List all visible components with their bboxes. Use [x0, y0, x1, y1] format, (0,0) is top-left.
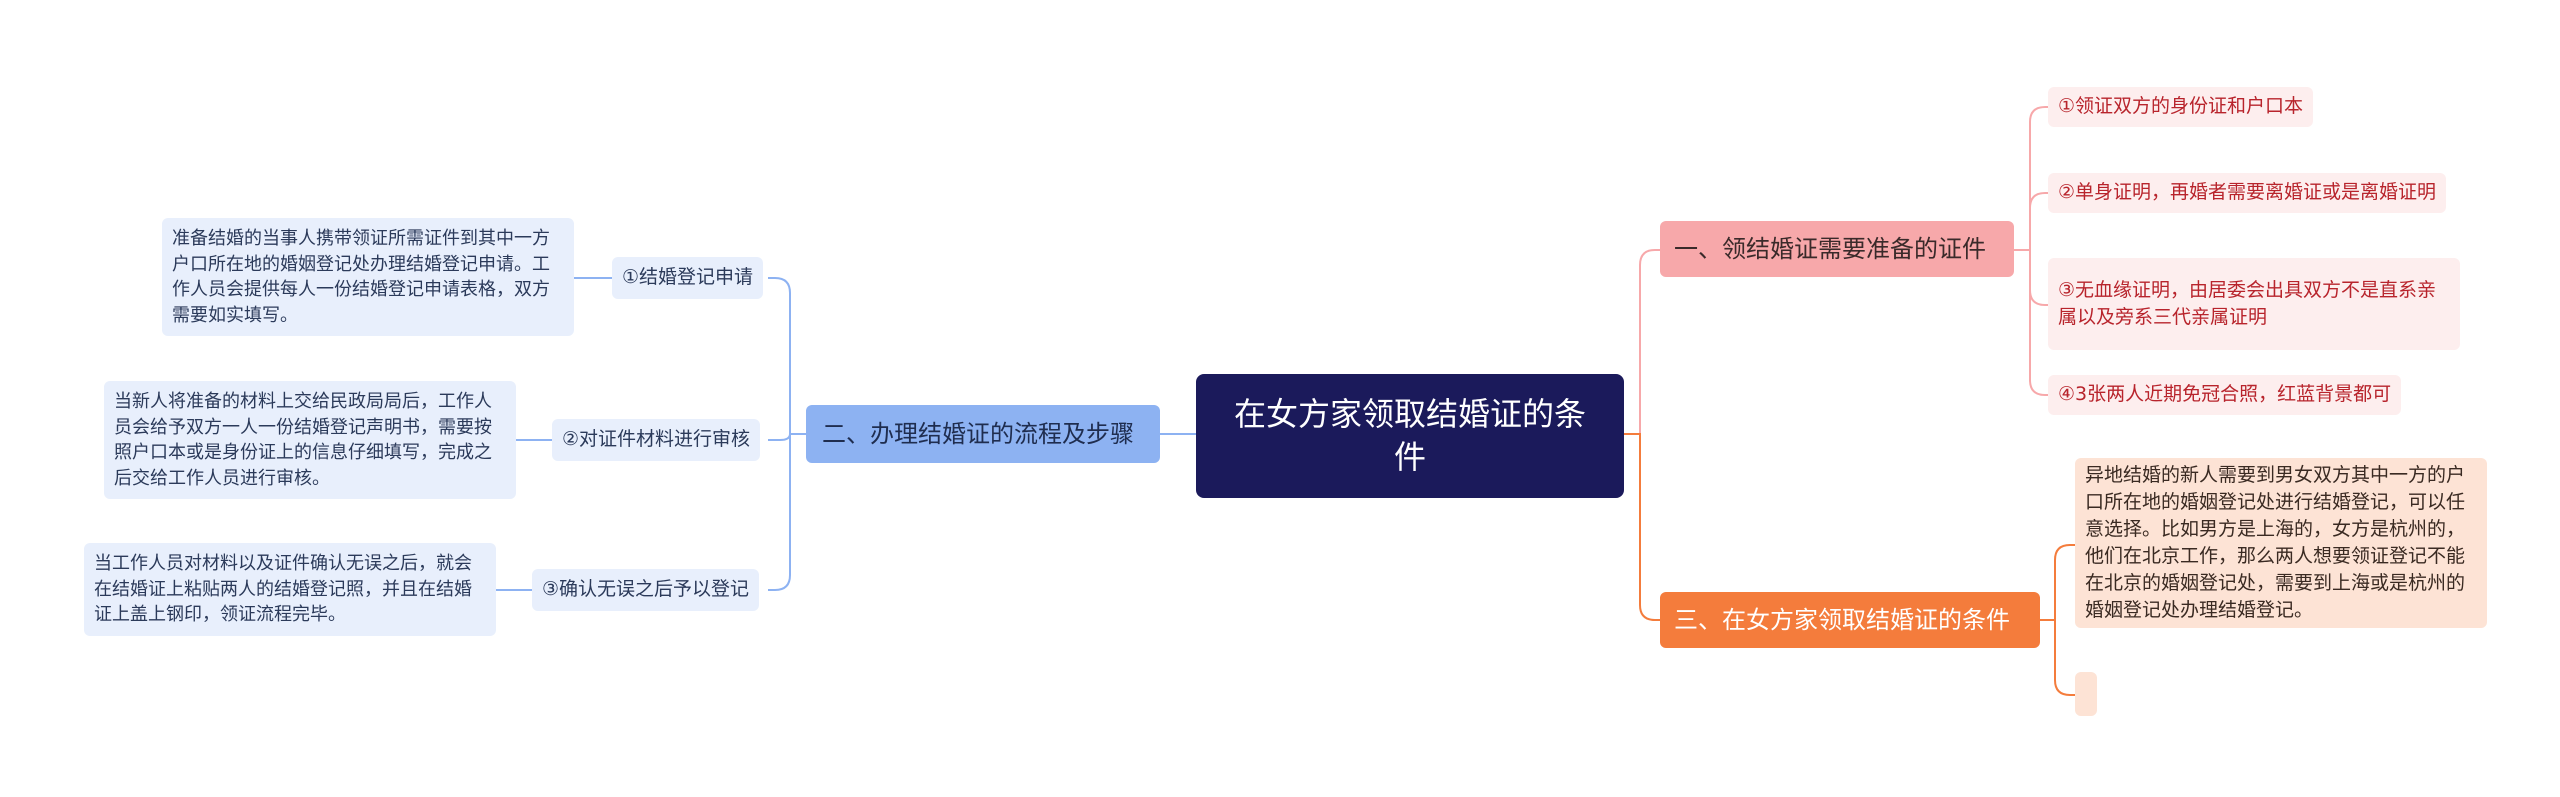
link-conditions-detail [2040, 544, 2075, 621]
process-step-1-detail[interactable]: 准备结婚的当事人携带领证所需证件到其中一方户口所在地的婚姻登记处办理结婚登记申请… [162, 218, 574, 337]
doc-item-3-label: ③无血缘证明，由居委会出具双方不是直系亲属以及旁系三代亲属证明 [2058, 279, 2437, 328]
link-docs-item4 [2029, 250, 2048, 396]
process-step-1-detail-text: 准备结婚的当事人携带领证所需证件到其中一方户口所在地的婚姻登记处办理结婚登记申请… [172, 228, 550, 326]
link-conditions-extra [2054, 620, 2075, 696]
link-process-step2 [768, 433, 791, 441]
branch-process[interactable]: 二、办理结婚证的流程及步骤 [806, 405, 1160, 463]
process-step-3-label: ③确认无误之后予以登记 [542, 578, 750, 601]
process-step-3-detail-text: 当工作人员对材料以及证件确认无误之后，就会在结婚证上粘贴两人的结婚登记照，并且在… [94, 553, 472, 626]
process-step-3-detail[interactable]: 当工作人员对材料以及证件确认无误之后，就会在结婚证上粘贴两人的结婚登记照，并且在… [84, 543, 496, 636]
branch-documents-label: 一、领结婚证需要准备的证件 [1674, 234, 1986, 263]
process-step-3[interactable]: ③确认无误之后予以登记 [532, 569, 760, 611]
doc-item-1-label: ①领证双方的身份证和户口本 [2058, 95, 2304, 118]
branch-conditions[interactable]: 三、在女方家领取结婚证的条件 [1660, 592, 2040, 648]
process-step-2-detail-text: 当新人将准备的材料上交给民政局局后，工作人员会给予双方一人一份结婚登记声明书，需… [114, 391, 492, 489]
central-topic[interactable]: 在女方家领取结婚证的条件 [1196, 374, 1624, 498]
branch-documents[interactable]: 一、领结婚证需要准备的证件 [1660, 221, 2014, 277]
process-step-2-detail[interactable]: 当新人将准备的材料上交给民政局局后，工作人员会给予双方一人一份结婚登记声明书，需… [104, 381, 516, 500]
link-process-step3 [768, 434, 791, 591]
link-root-conditions [1624, 433, 1660, 621]
link-process-step1 [768, 277, 806, 435]
branch-process-label: 二、办理结婚证的流程及步骤 [822, 419, 1134, 448]
link-root-docs [1624, 249, 1660, 435]
doc-item-4[interactable]: ④3张两人近期免冠合照，红蓝背景都可 [2048, 375, 2402, 415]
doc-item-2[interactable]: ②单身证明，再婚者需要离婚证或是离婚证明 [2048, 173, 2447, 213]
process-step-1[interactable]: ①结婚登记申请 [612, 257, 764, 299]
link-docs-item3 [2029, 250, 2048, 306]
link-docs-item1 [2014, 106, 2048, 251]
conditions-detail[interactable]: 异地结婚的新人需要到男女双方其中一方的户口所在地的婚姻登记处进行结婚登记，可以任… [2075, 458, 2487, 628]
link-docs-item2 [2029, 192, 2048, 250]
process-step-2[interactable]: ②对证件材料进行审核 [552, 419, 761, 461]
doc-item-3[interactable]: ③无血缘证明，由居委会出具双方不是直系亲属以及旁系三代亲属证明 [2048, 258, 2460, 350]
doc-item-2-label: ②单身证明，再婚者需要离婚证或是离婚证明 [2058, 181, 2437, 204]
conditions-detail-text: 异地结婚的新人需要到男女双方其中一方的户口所在地的婚姻登记处进行结婚登记，可以任… [2085, 464, 2466, 621]
process-step-1-label: ①结婚登记申请 [622, 266, 754, 289]
central-topic-label: 在女方家领取结婚证的条件 [1233, 394, 1586, 476]
branch-conditions-label: 三、在女方家领取结婚证的条件 [1674, 605, 2010, 634]
process-step-2-label: ②对证件材料进行审核 [562, 428, 751, 451]
doc-item-4-label: ④3张两人近期免冠合照，红蓝背景都可 [2058, 383, 2392, 406]
doc-item-1[interactable]: ①领证双方的身份证和户口本 [2048, 87, 2314, 127]
conditions-empty-node[interactable] [2075, 672, 2097, 716]
